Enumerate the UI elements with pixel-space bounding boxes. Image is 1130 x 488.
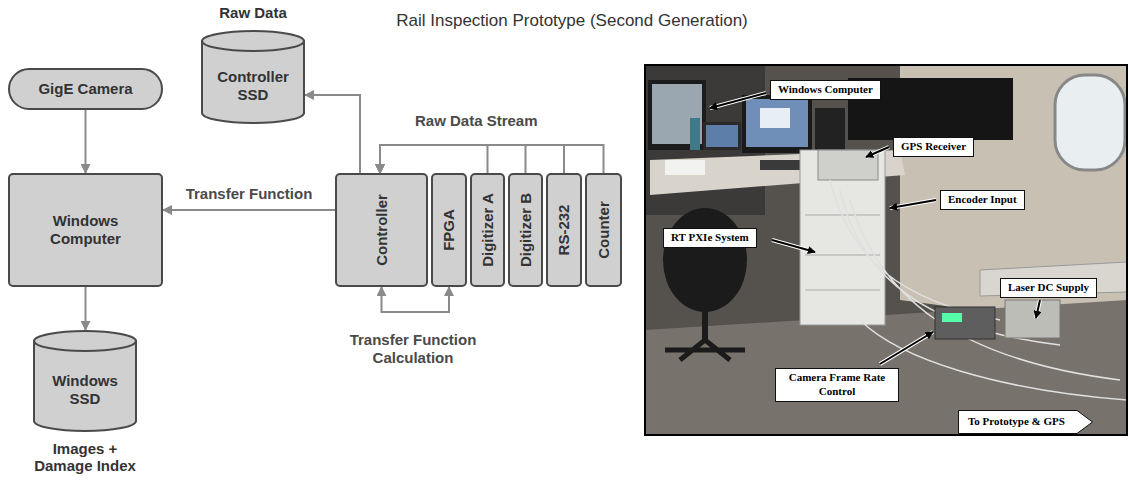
- cylinder-top: [34, 331, 136, 351]
- node-label: To Prototype & GPS: [968, 415, 1065, 429]
- module-box: Counter: [585, 173, 622, 287]
- leader-line: [710, 93, 766, 108]
- node-label: GPS Receiver: [901, 140, 966, 154]
- leader-halo: [710, 93, 766, 108]
- drawer-line: [805, 290, 880, 291]
- node-label: RT PXIe System: [671, 231, 749, 245]
- connector-label: Transfer Function Calculation: [333, 331, 493, 367]
- node-label: FPGA: [440, 209, 458, 251]
- leader-halo: [866, 147, 889, 157]
- connector-label: Transfer Function: [164, 185, 334, 203]
- leader-line: [1036, 300, 1040, 318]
- laser-supply: [1005, 300, 1060, 338]
- node-label: Camera Frame Rate Control: [783, 371, 891, 399]
- node-label: Digitizer B: [517, 193, 535, 267]
- frame-rate-controller: [935, 307, 995, 339]
- leader-line: [866, 147, 889, 157]
- keyboard: [760, 160, 800, 170]
- direction-arrow-callout: To Prototype & GPS: [958, 410, 1093, 434]
- node-label: GigE Camera: [38, 80, 132, 98]
- leader-halo: [880, 332, 933, 364]
- device-box: GigE Camera: [8, 68, 163, 110]
- chair-base: [665, 340, 745, 360]
- node-label: Counter: [595, 201, 613, 259]
- computer-box: Windows Computer: [8, 173, 163, 287]
- leader-halo: [772, 240, 815, 252]
- connector-arrow: [382, 287, 450, 312]
- cables: [830, 180, 1127, 400]
- node-heading: Raw Data: [219, 4, 287, 22]
- monitor: [815, 108, 845, 153]
- node-label: Digitizer A: [479, 193, 497, 267]
- leader-line: [880, 332, 933, 364]
- leader-line: [890, 200, 936, 208]
- module-box: Digitizer B: [508, 173, 543, 287]
- screen-window: [760, 108, 790, 128]
- arrow-shape: [959, 411, 1093, 434]
- floor: [645, 300, 1127, 435]
- connector-arrow: [163, 209, 335, 211]
- connector-arrow: [380, 145, 604, 173]
- storage-cylinder: Windows SSDImages + Damage Index: [33, 330, 137, 432]
- connector-arrow: [85, 110, 87, 173]
- papers: [665, 160, 705, 175]
- connector-arrow: [305, 95, 360, 173]
- equipment-rack: [800, 150, 885, 325]
- node-label: Controller: [373, 194, 391, 266]
- monitor: [648, 80, 706, 150]
- module-box: Digitizer A: [470, 173, 505, 287]
- connector-arrow: [380, 145, 564, 173]
- diagram-title: Rail Inspection Prototype (Second Genera…: [396, 11, 748, 31]
- cylinder-body: [202, 41, 304, 123]
- connector-arrow: [380, 145, 488, 173]
- photo-callout: RT PXIe System: [663, 228, 757, 248]
- photo-callout: Encoder Input: [940, 190, 1025, 210]
- monitor: [742, 95, 812, 153]
- cylinder-body: [34, 341, 136, 431]
- leader-halo: [1036, 300, 1040, 318]
- node-label: Windows Computer: [778, 83, 873, 97]
- leader-line: [772, 240, 815, 252]
- cylinder-top: [202, 31, 304, 51]
- laptop: [703, 122, 741, 150]
- bus-label: Raw Data Stream: [415, 112, 538, 130]
- photo-ground: [645, 65, 1127, 435]
- module-box: FPGA: [431, 173, 467, 287]
- photo: [645, 65, 1127, 435]
- bottle: [690, 118, 700, 150]
- node-label: Encoder Input: [948, 193, 1017, 207]
- node-label: RS-232: [555, 205, 573, 256]
- connector-arrow: [380, 145, 526, 173]
- photo-callout: GPS Receiver: [893, 137, 974, 157]
- node-label: Windows SSD: [45, 354, 125, 408]
- node-label: Laser DC Supply: [1008, 281, 1089, 295]
- monitor-screen: [746, 99, 808, 147]
- leader-halo: [890, 200, 936, 208]
- node-label: Controller SSD: [208, 50, 298, 104]
- photo-callout: Laser DC Supply: [1000, 278, 1097, 298]
- storage-cylinder: Raw DataController SSD: [201, 30, 305, 124]
- controller-display: [942, 313, 962, 322]
- photo-callout: Windows Computer: [770, 80, 881, 100]
- laptop-screen: [706, 125, 738, 147]
- module-box: RS-232: [546, 173, 582, 287]
- photo-callout: Camera Frame Rate Control: [775, 368, 899, 402]
- module-box: Controller: [335, 173, 428, 287]
- chair-back: [663, 208, 747, 312]
- photo-frame: [645, 65, 1127, 435]
- connector-arrow: [85, 287, 87, 330]
- leader-lines: [710, 93, 1040, 364]
- node-label: Windows Computer: [31, 212, 141, 248]
- node-heading: Images + Damage Index: [25, 440, 145, 475]
- cabin-window: [1055, 75, 1125, 170]
- chair-stem: [702, 310, 708, 340]
